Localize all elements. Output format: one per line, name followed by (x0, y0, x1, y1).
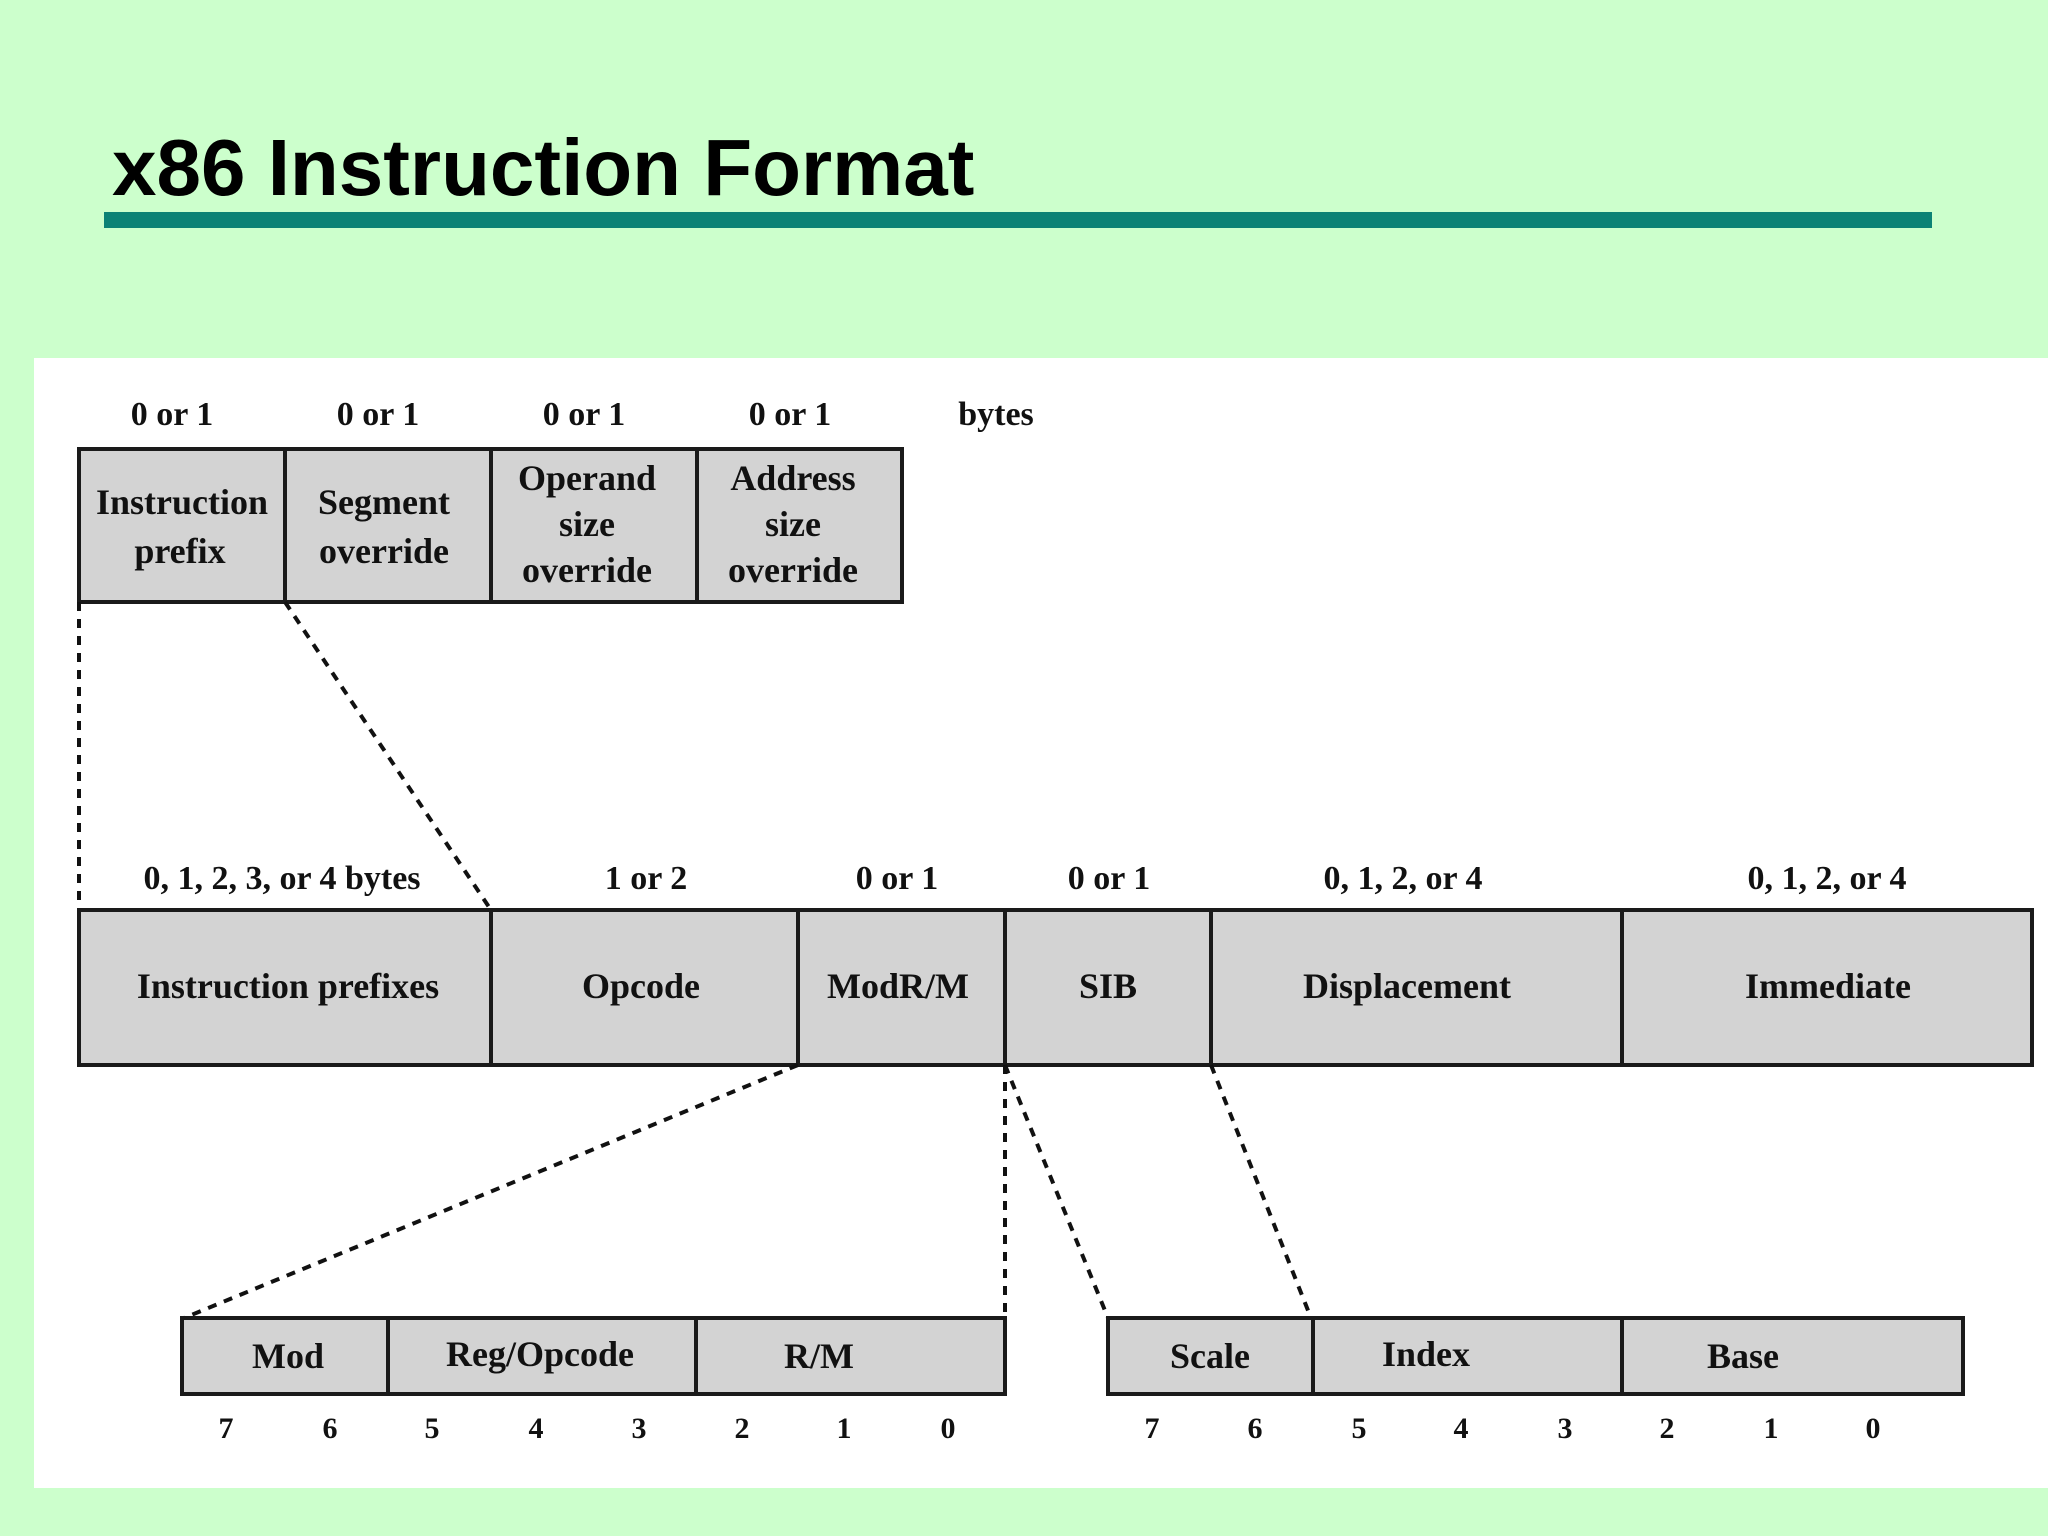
expansion-line (183, 1063, 799, 1320)
modrm-byte-group: Mod Reg/Opcode R/M 7 6 5 4 3 2 1 0 (180, 1316, 1007, 1445)
field-size-label: 1 or 2 (605, 860, 687, 897)
prefix-cell-instruction-prefix: prefix (134, 531, 225, 571)
prefix-size-label: 0 or 1 (543, 396, 625, 433)
modrm-bit-number: 7 (219, 1412, 234, 1445)
field-instruction-prefixes: Instruction prefixes (137, 966, 439, 1006)
modrm-bit-number: 2 (735, 1412, 750, 1445)
title-underline (104, 212, 1932, 228)
modrm-field-mod: Mod (252, 1336, 324, 1376)
field-size-label: 0 or 1 (1068, 860, 1150, 897)
sib-bit-number: 3 (1558, 1412, 1573, 1445)
prefix-cell-operand-size-override: Operand (518, 458, 656, 498)
field-sib: SIB (1079, 966, 1137, 1006)
sib-bit-number: 0 (1866, 1412, 1881, 1445)
sib-bit-number: 4 (1454, 1412, 1469, 1445)
field-opcode: Opcode (582, 966, 700, 1006)
sib-bit-number: 6 (1248, 1412, 1263, 1445)
prefix-bytes-group: 0 or 1 0 or 1 0 or 1 0 or 1 bytes Instru… (77, 396, 1034, 604)
instruction-row-group: 0, 1, 2, 3, or 4 bytes 1 or 2 0 or 1 0 o… (77, 860, 2034, 1067)
sib-byte-group: Scale Index Base 7 6 5 4 3 2 1 0 (1106, 1316, 1965, 1445)
field-modrm: ModR/M (827, 966, 969, 1006)
prefix-cell-address-size-override: override (728, 550, 858, 590)
modrm-bit-number: 3 (632, 1412, 647, 1445)
prefix-cell-operand-size-override: size (559, 504, 615, 544)
instruction-format-row (77, 908, 2034, 1067)
expansion-line (283, 600, 493, 912)
field-size-label: 0, 1, 2, or 4 (1748, 860, 1907, 897)
sib-byte-box (1106, 1316, 1965, 1396)
modrm-bit-number: 5 (425, 1412, 440, 1445)
prefix-cell-instruction-prefix: Instruction (96, 482, 268, 522)
expansion-line (1209, 1064, 1313, 1319)
instruction-format-diagram: 0 or 1 0 or 1 0 or 1 0 or 1 bytes Instru… (77, 396, 2034, 1445)
sib-bit-number: 2 (1660, 1412, 1675, 1445)
prefix-cell-segment-override: override (319, 531, 449, 571)
prefix-size-label: 0 or 1 (337, 396, 419, 433)
slide-title: x86 Instruction Format (112, 123, 975, 212)
modrm-field-reg-opcode: Reg/Opcode (446, 1334, 634, 1374)
sib-bit-number: 5 (1352, 1412, 1367, 1445)
sib-bit-number: 7 (1145, 1412, 1160, 1445)
prefix-cell-segment-override: Segment (318, 482, 450, 522)
modrm-bit-number: 0 (941, 1412, 956, 1445)
field-displacement: Displacement (1303, 966, 1511, 1006)
prefix-cell-address-size-override: size (765, 504, 821, 544)
prefix-cell-address-size-override: Address (730, 458, 855, 498)
sib-bit-number: 1 (1764, 1412, 1779, 1445)
modrm-bit-number: 1 (837, 1412, 852, 1445)
modrm-field-rm: R/M (784, 1336, 854, 1376)
sib-field-index: Index (1382, 1334, 1470, 1374)
modrm-bit-number: 6 (323, 1412, 338, 1445)
instruction-format-figure: 0 or 1 0 or 1 0 or 1 0 or 1 bytes Instru… (34, 358, 2048, 1488)
field-size-label: 0, 1, 2, 3, or 4 bytes (143, 860, 420, 897)
field-immediate: Immediate (1745, 966, 1911, 1006)
prefix-unit-label: bytes (958, 396, 1034, 433)
modrm-bit-number: 4 (529, 1412, 544, 1445)
field-size-label: 0 or 1 (856, 860, 938, 897)
prefix-size-label: 0 or 1 (131, 396, 213, 433)
expansion-line (1003, 1064, 1110, 1319)
modrm-byte-box (180, 1316, 1007, 1396)
sib-field-scale: Scale (1170, 1336, 1250, 1376)
field-size-label: 0, 1, 2, or 4 (1324, 860, 1483, 897)
sib-field-base: Base (1707, 1336, 1779, 1376)
prefix-size-label: 0 or 1 (749, 396, 831, 433)
prefix-cell-operand-size-override: override (522, 550, 652, 590)
